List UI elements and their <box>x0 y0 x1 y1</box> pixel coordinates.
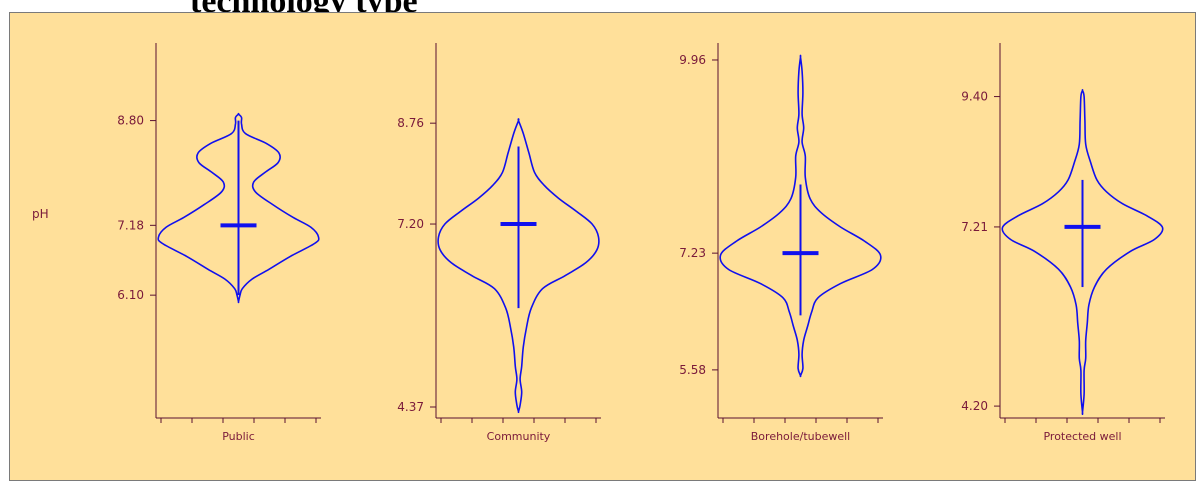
violin-shape-0 <box>157 112 320 304</box>
category-label: Borehole/tubewell <box>751 430 850 443</box>
violin-shape-3 <box>1001 89 1164 416</box>
y-tick-label: 8.80 <box>117 114 144 128</box>
y-tick-label: 9.96 <box>679 53 706 67</box>
violin-shape-1 <box>437 118 600 414</box>
y-tick-label: 4.37 <box>397 400 424 414</box>
y-tick-label: 4.20 <box>961 399 988 413</box>
category-label: Public <box>222 430 255 443</box>
y-tick-label: 7.21 <box>961 220 988 234</box>
y-tick-label: 9.40 <box>961 90 988 104</box>
category-label: Community <box>487 430 551 443</box>
y-tick-label: 7.18 <box>117 218 144 232</box>
y-tick-label: 7.20 <box>397 217 424 231</box>
violin-shape-2 <box>719 54 882 378</box>
y-axis-label: pH <box>32 207 49 221</box>
y-tick-label: 8.76 <box>397 116 424 130</box>
category-label: Protected well <box>1043 430 1121 443</box>
y-tick-label: 5.58 <box>679 363 706 377</box>
y-tick-label: 6.10 <box>117 288 144 302</box>
y-tick-label: 7.23 <box>679 246 706 260</box>
